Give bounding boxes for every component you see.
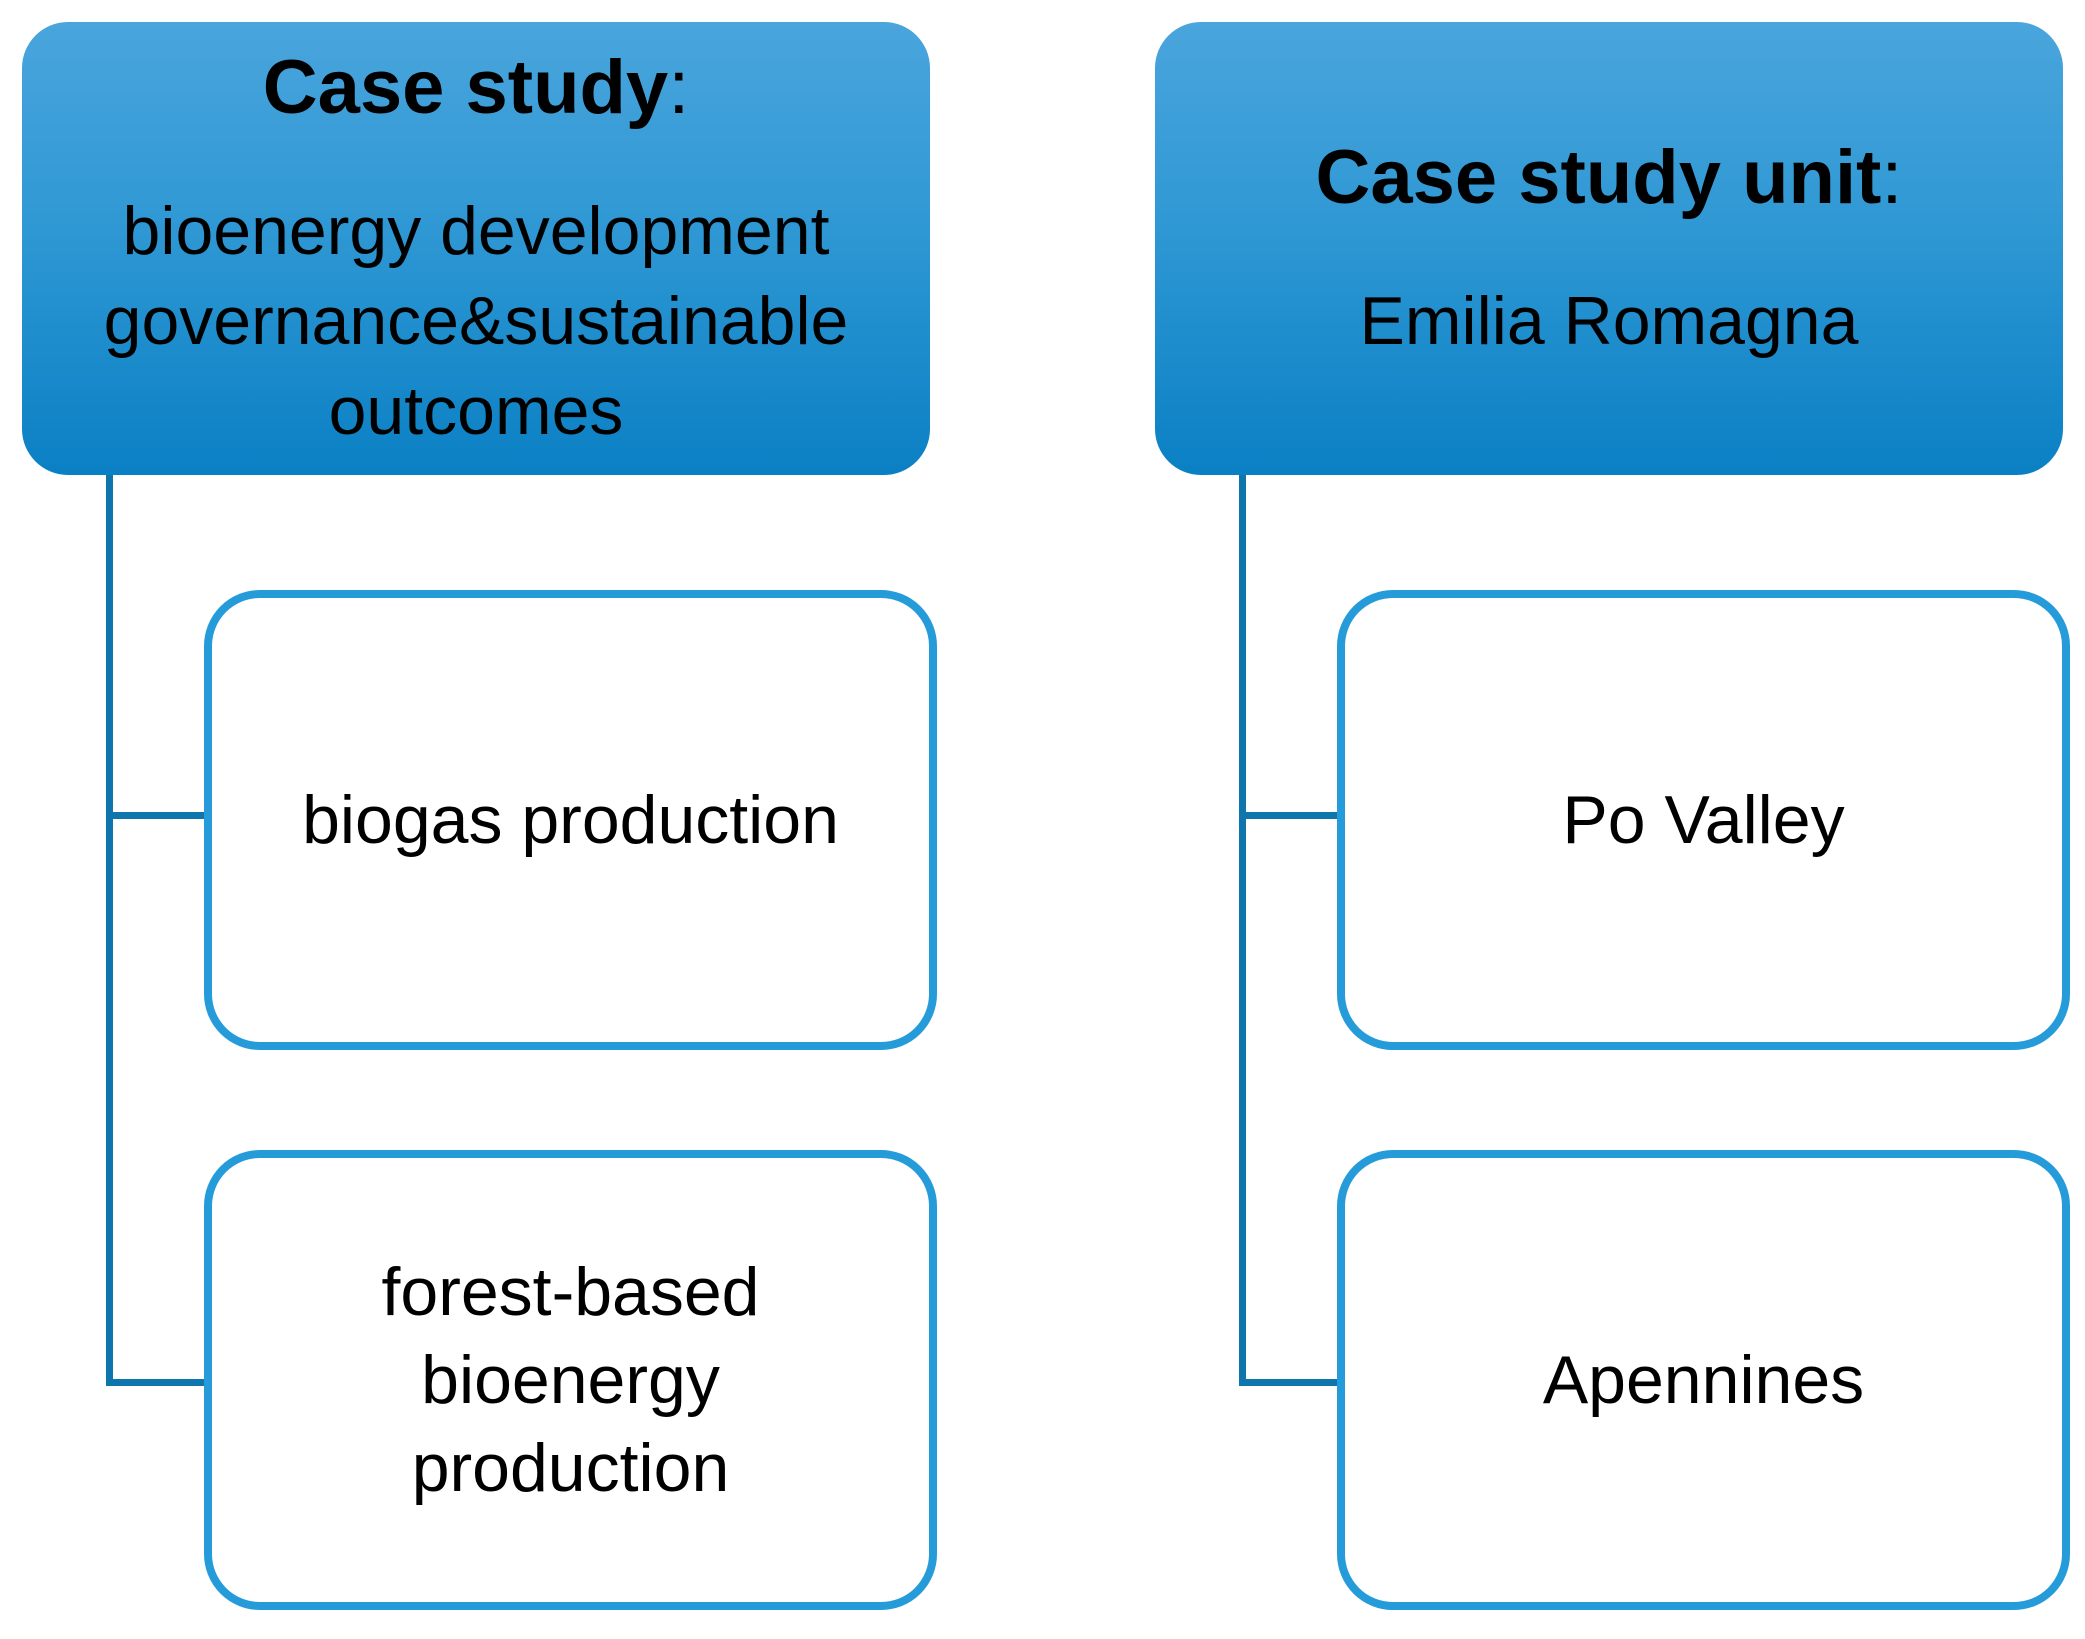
case-study-header-box: Case study: bioenergy development govern… bbox=[22, 22, 930, 475]
forest-bioenergy-box: forest-based bioenergy production bbox=[204, 1150, 937, 1610]
case-study-subtitle-line-2: governance&sustainable bbox=[103, 282, 849, 359]
case-study-unit-header-title-colon: : bbox=[1881, 134, 1903, 220]
case-study-header-title: Case study: bbox=[263, 42, 690, 134]
biogas-production-line-1: biogas production bbox=[302, 782, 839, 858]
forest-bioenergy-line-3: production bbox=[411, 1430, 730, 1506]
po-valley-label: Po Valley bbox=[1562, 776, 1844, 864]
po-valley-box: Po Valley bbox=[1337, 590, 2070, 1050]
case-study-unit-header-title-bold: Case study unit bbox=[1315, 134, 1882, 220]
connector-branch-forest bbox=[106, 1379, 204, 1386]
apennines-box: Apennines bbox=[1337, 1150, 2070, 1610]
case-study-header-title-bold: Case study bbox=[262, 44, 669, 130]
biogas-production-label: biogas production bbox=[302, 776, 839, 864]
po-valley-line-1: Po Valley bbox=[1562, 782, 1845, 858]
biogas-production-box: biogas production bbox=[204, 590, 937, 1050]
case-study-header-title-colon: : bbox=[668, 44, 690, 130]
case-study-header-subtitle: bioenergy development governance&sustain… bbox=[104, 186, 849, 456]
forest-bioenergy-label: forest-based bioenergy production bbox=[382, 1248, 760, 1512]
connector-vertical-case-study-unit bbox=[1239, 475, 1246, 1386]
case-study-unit-header-title: Case study unit: bbox=[1315, 132, 1902, 224]
case-study-unit-header-box: Case study unit: Emilia Romagna bbox=[1155, 22, 2063, 475]
connector-branch-apennines bbox=[1239, 1379, 1337, 1386]
connector-vertical-case-study bbox=[106, 475, 113, 1386]
case-study-subtitle-line-1: bioenergy development bbox=[122, 192, 830, 269]
forest-bioenergy-line-1: forest-based bbox=[381, 1254, 760, 1330]
connector-branch-biogas bbox=[106, 812, 204, 819]
case-study-unit-header-subtitle: Emilia Romagna bbox=[1360, 276, 1859, 366]
apennines-line-1: Apennines bbox=[1542, 1342, 1865, 1418]
case-study-subtitle-line-3: outcomes bbox=[328, 372, 624, 449]
forest-bioenergy-line-2: bioenergy bbox=[421, 1342, 720, 1418]
connector-branch-po-valley bbox=[1239, 812, 1337, 819]
case-study-unit-subtitle-line-1: Emilia Romagna bbox=[1359, 282, 1859, 359]
apennines-label: Apennines bbox=[1543, 1336, 1864, 1424]
